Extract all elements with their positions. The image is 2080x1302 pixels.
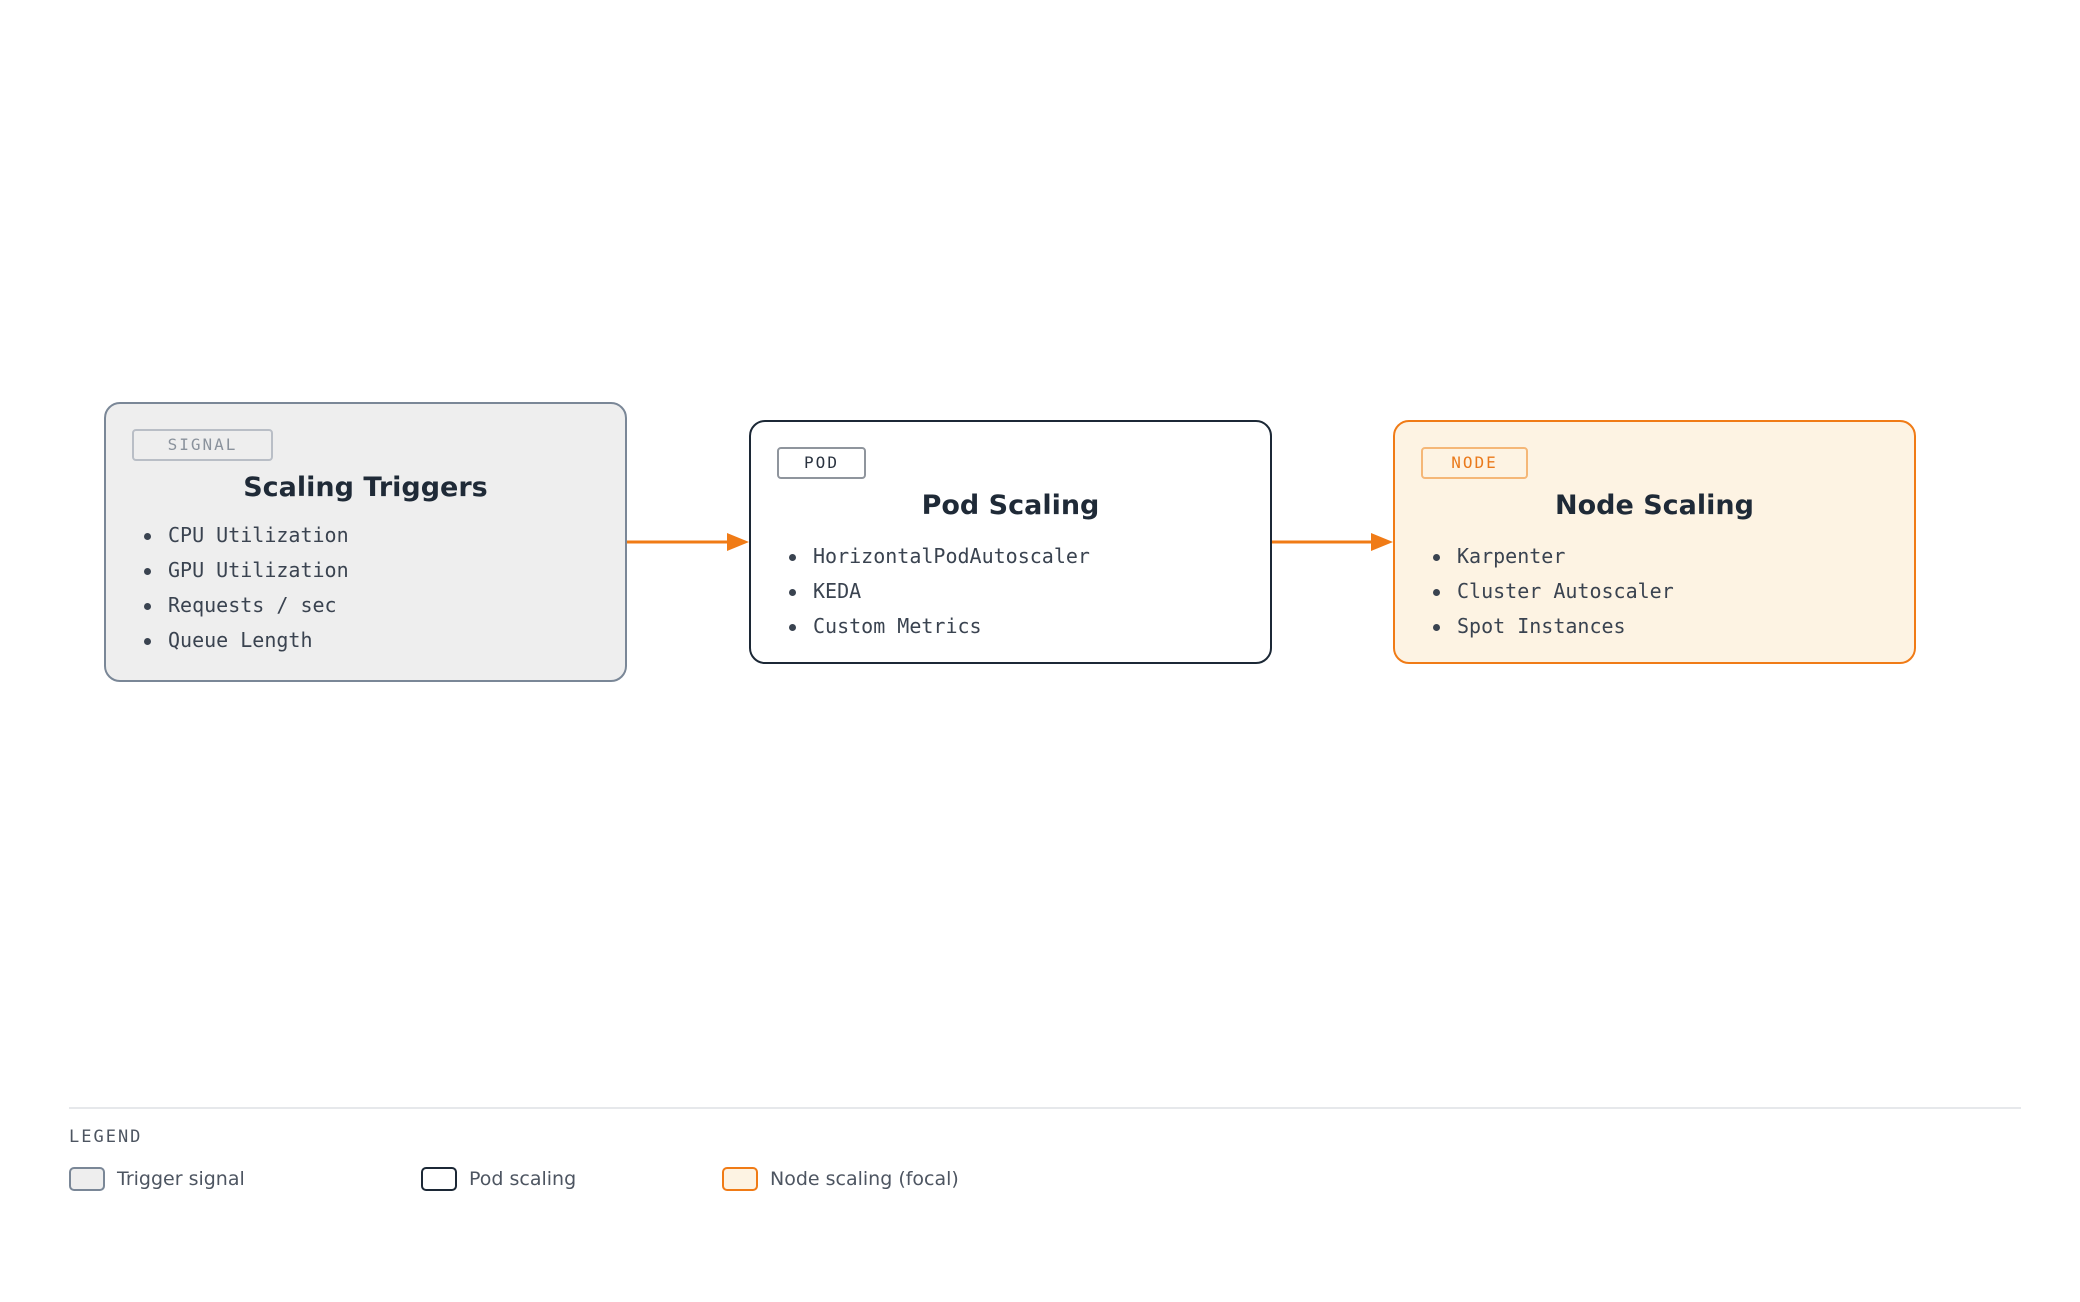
node-scaling-title: Node Scaling xyxy=(1555,490,1754,521)
legend-swatch xyxy=(421,1167,457,1191)
list-item: Spot Instances xyxy=(1427,609,1674,644)
scaling-triggers-node: SIGNAL Scaling Triggers CPU Utilization … xyxy=(104,402,627,682)
list-item: Queue Length xyxy=(138,623,349,658)
scaling-triggers-title: Scaling Triggers xyxy=(243,472,488,503)
legend-label: Pod scaling xyxy=(469,1168,577,1190)
legend-item-trigger-signal: Trigger signal xyxy=(69,1164,245,1194)
pod-scaling-list: HorizontalPodAutoscaler KEDA Custom Metr… xyxy=(783,539,1090,644)
edge-pod-to-node xyxy=(1272,533,1393,551)
list-item: Karpenter xyxy=(1427,539,1674,574)
legend-item-pod-scaling: Pod scaling xyxy=(421,1164,576,1194)
pod-scaling-node: POD Pod Scaling HorizontalPodAutoscaler … xyxy=(749,420,1272,664)
list-item: Custom Metrics xyxy=(783,609,1090,644)
edge-triggers-to-pod xyxy=(627,533,749,551)
legend-label: Node scaling (focal) xyxy=(770,1168,959,1190)
legend-title: LEGEND xyxy=(69,1127,143,1147)
legend-swatch xyxy=(69,1167,105,1191)
pod-tag: POD xyxy=(777,447,866,479)
node-scaling-node: NODE Node Scaling Karpenter Cluster Auto… xyxy=(1393,420,1916,664)
list-item: Requests / sec xyxy=(138,588,349,623)
legend-item-node-scaling: Node scaling (focal) xyxy=(722,1164,959,1194)
list-item: HorizontalPodAutoscaler xyxy=(783,539,1090,574)
node-tag: NODE xyxy=(1421,447,1528,479)
list-item: Cluster Autoscaler xyxy=(1427,574,1674,609)
legend-divider xyxy=(69,1107,2021,1109)
legend-swatch xyxy=(722,1167,758,1191)
scaling-triggers-list: CPU Utilization GPU Utilization Requests… xyxy=(138,518,349,658)
list-item: GPU Utilization xyxy=(138,553,349,588)
pod-scaling-title: Pod Scaling xyxy=(921,490,1100,521)
node-scaling-list: Karpenter Cluster Autoscaler Spot Instan… xyxy=(1427,539,1674,644)
legend-label: Trigger signal xyxy=(117,1168,245,1190)
list-item: KEDA xyxy=(783,574,1090,609)
signal-tag: SIGNAL xyxy=(132,429,273,461)
list-item: CPU Utilization xyxy=(138,518,349,553)
